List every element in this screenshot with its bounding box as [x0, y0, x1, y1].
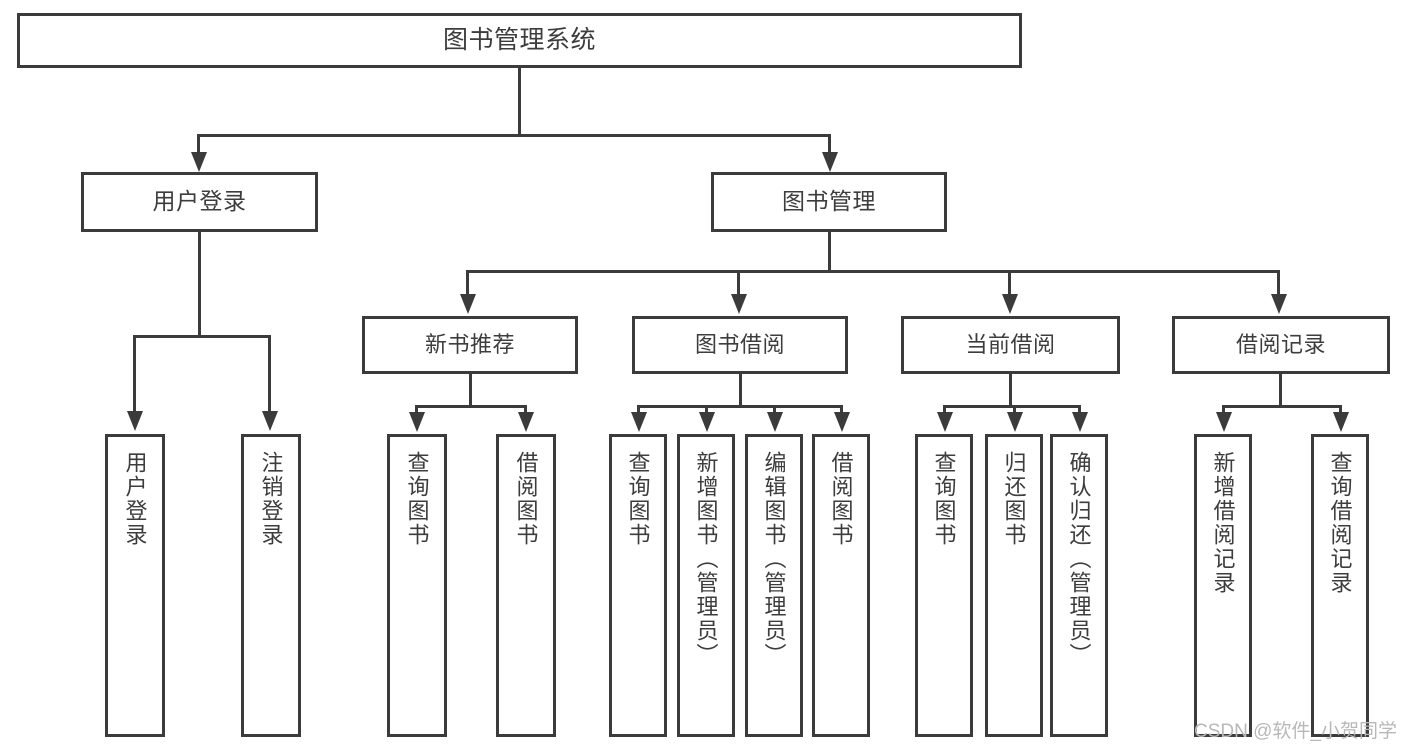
connector-root-stem [518, 68, 521, 136]
node-label: 归还图书 [1001, 451, 1027, 547]
node-label: 图书管理系统 [442, 25, 596, 54]
node-borrow-record[interactable]: 借阅记录 [1172, 316, 1390, 374]
arrow-to-leaf-query-book-2 [631, 412, 647, 432]
node-label: 借阅记录 [1235, 332, 1326, 358]
node-label: 图书借阅 [694, 332, 785, 358]
leaf-query-book-borrow[interactable]: 查询图书 [609, 434, 667, 737]
connector-current-drop-2 [1013, 405, 1016, 415]
connector-level2-drop-2 [828, 134, 831, 154]
node-label: 用户登录 [152, 188, 247, 215]
node-label: 当前借阅 [965, 332, 1056, 358]
connector-level3-drop-2 [737, 270, 740, 296]
node-new-book-recommend[interactable]: 新书推荐 [362, 316, 578, 374]
connector-user-login-drop-1 [133, 335, 136, 413]
arrow-to-book-borrow [731, 294, 747, 314]
connector-current-drop-1 [943, 405, 946, 415]
node-label: 新增借阅记录 [1210, 451, 1236, 595]
connector-recommend-stem [469, 374, 472, 407]
node-label: 用户登录 [122, 451, 148, 547]
node-label: 查询图书 [625, 451, 651, 547]
arrow-to-leaf-logout [262, 411, 278, 431]
connector-level2-drop-1 [197, 134, 200, 154]
connector-level2-bus [197, 134, 831, 137]
leaf-logout[interactable]: 注销登录 [241, 434, 301, 737]
connector-current-drop-3 [1078, 405, 1081, 415]
node-label: 查询借阅记录 [1327, 451, 1353, 595]
connector-user-login-bus [133, 335, 270, 338]
leaf-query-borrow-record[interactable]: 查询借阅记录 [1311, 434, 1369, 737]
connector-current-bus [943, 405, 1081, 408]
connector-book-manage-stem [828, 232, 831, 272]
connector-record-stem [1279, 374, 1282, 407]
arrow-to-leaf-query-book-3 [937, 412, 953, 432]
connector-record-drop-1 [1222, 405, 1225, 415]
connector-level3-drop-4 [1277, 270, 1280, 296]
node-label: 借阅图书 [513, 451, 539, 547]
connector-current-stem [1009, 374, 1012, 407]
node-user-login[interactable]: 用户登录 [81, 172, 318, 232]
leaf-query-book-recommend[interactable]: 查询图书 [387, 434, 447, 737]
leaf-edit-book-admin[interactable]: 编辑图书（管理员） [745, 434, 803, 737]
arrow-to-leaf-query-book-1 [409, 412, 425, 432]
node-label: 借阅图书 [828, 451, 854, 547]
node-label: 编辑图书（管理员） [761, 451, 787, 667]
arrow-to-current-borrow [1002, 294, 1018, 314]
leaf-add-book-admin[interactable]: 新增图书（管理员） [677, 434, 735, 737]
node-label: 注销登录 [258, 451, 284, 547]
leaf-borrow-book-recommend[interactable]: 借阅图书 [496, 434, 556, 737]
leaf-return-book[interactable]: 归还图书 [985, 434, 1043, 737]
connector-user-login-stem [198, 232, 201, 337]
arrow-to-leaf-add-record [1216, 412, 1232, 432]
arrow-to-leaf-return-book [1007, 412, 1023, 432]
connector-level3-drop-1 [466, 270, 469, 296]
node-label: 新增图书（管理员） [693, 451, 719, 667]
node-label: 新书推荐 [424, 332, 515, 358]
arrow-to-leaf-borrow-book-2 [834, 412, 850, 432]
arrow-to-book-manage [822, 152, 838, 172]
leaf-add-borrow-record[interactable]: 新增借阅记录 [1194, 434, 1252, 737]
arrow-to-new-book-recommend [460, 294, 476, 314]
connector-recommend-bus [415, 405, 527, 408]
connector-borrow-drop-1 [637, 405, 640, 415]
node-label: 图书管理 [782, 188, 876, 215]
connector-record-drop-2 [1339, 405, 1342, 415]
arrow-to-leaf-edit-book [767, 412, 783, 432]
node-book-borrow[interactable]: 图书借阅 [632, 316, 848, 374]
node-label: 查询图书 [404, 451, 430, 547]
leaf-query-book-current[interactable]: 查询图书 [915, 434, 973, 737]
node-label: 确认归还（管理员） [1066, 451, 1092, 667]
leaf-borrow-book[interactable]: 借阅图书 [812, 434, 870, 737]
arrow-to-leaf-add-book [699, 412, 715, 432]
connector-level3-drop-3 [1008, 270, 1011, 296]
connector-borrow-bus [637, 405, 843, 408]
arrow-to-leaf-borrow-book-1 [518, 412, 534, 432]
arrow-to-leaf-query-record [1333, 412, 1349, 432]
node-root-system[interactable]: 图书管理系统 [17, 13, 1022, 68]
connector-record-bus [1222, 405, 1342, 408]
node-book-management[interactable]: 图书管理 [711, 172, 947, 232]
connector-borrow-drop-3 [773, 405, 776, 415]
arrow-to-user-login [191, 152, 207, 172]
connector-level3-bus [466, 270, 1280, 273]
node-current-borrow[interactable]: 当前借阅 [901, 316, 1120, 374]
arrow-to-leaf-user-login [127, 411, 143, 431]
arrow-to-leaf-confirm-return [1072, 412, 1088, 432]
leaf-user-login[interactable]: 用户登录 [105, 434, 165, 737]
connector-recommend-drop-1 [415, 405, 418, 415]
arrow-to-borrow-record [1271, 294, 1287, 314]
csdn-watermark: CSDN @软件_小贺同学 [1194, 721, 1397, 742]
connector-recommend-drop-2 [524, 405, 527, 415]
connector-borrow-drop-4 [840, 405, 843, 415]
connector-borrow-stem [739, 374, 742, 407]
connector-user-login-drop-2 [268, 335, 271, 413]
node-label: 查询图书 [931, 451, 957, 547]
leaf-confirm-return-admin[interactable]: 确认归还（管理员） [1050, 434, 1108, 737]
connector-borrow-drop-2 [705, 405, 708, 415]
